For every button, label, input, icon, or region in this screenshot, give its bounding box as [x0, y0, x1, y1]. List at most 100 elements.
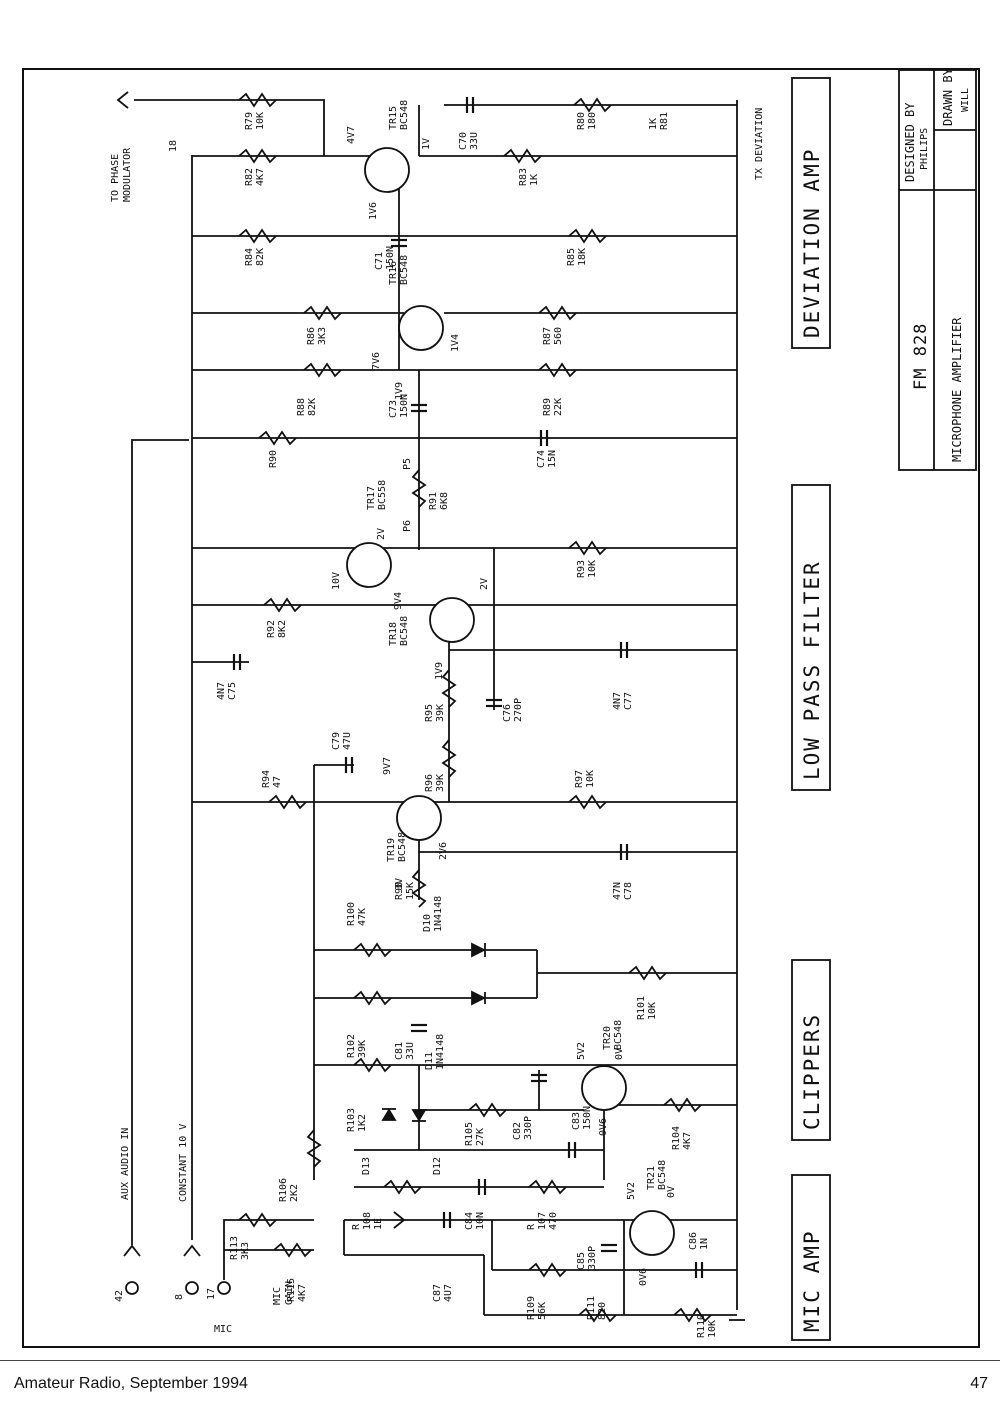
component-label-c78: C78 — [623, 882, 634, 900]
component-label-p6: P6 — [402, 520, 413, 532]
component-label-r98: 15K — [405, 882, 416, 900]
component-label-r100: R100 — [346, 902, 357, 926]
component-label-r94: 47 — [272, 776, 283, 788]
voltage-tr20-c: 5V2 — [576, 1042, 587, 1060]
component-label-c83: 150N — [582, 1106, 593, 1130]
component-label-r97: 10K — [585, 770, 596, 788]
component-label-r90: R90 — [268, 450, 279, 468]
component-label-c74: 15N — [547, 450, 558, 468]
component-label-c87: C87 — [432, 1284, 443, 1302]
component-label-r110: R110 — [696, 1314, 707, 1338]
component-label-r91: 6K8 — [439, 492, 450, 510]
component-label-r104: R104 — [671, 1126, 682, 1150]
pin-17-icon — [217, 1281, 231, 1295]
component-label-r106: 2K2 — [289, 1184, 300, 1202]
page-number: 47 — [970, 1375, 988, 1392]
component-label-r108: 1E — [373, 1218, 384, 1230]
to-phase-label-2: MODULATOR — [122, 147, 133, 202]
component-label-r113: R113 — [229, 1236, 240, 1260]
component-label-c84: C84 — [464, 1212, 475, 1230]
component-label-r80: R80 — [576, 112, 587, 130]
rail-arrow-icon — [183, 1244, 201, 1257]
pin-18-label: 18 — [168, 140, 179, 152]
component-label-c77: C77 — [623, 692, 634, 710]
publication-line: Amateur Radio, September 1994 — [14, 1375, 248, 1392]
component-label-r94: R94 — [261, 770, 272, 788]
voltage-tr17-e: 9V4 — [393, 592, 404, 610]
component-label-c70: C70 — [458, 132, 469, 150]
component-label-r107: 107 — [537, 1212, 548, 1230]
component-label-d10: D10 — [422, 914, 433, 932]
component-label-c73: C73 — [388, 400, 399, 418]
component-label-r87: R87 — [542, 327, 553, 345]
component-label-d10: 1N4148 — [433, 896, 444, 932]
voltage-tr21-b: 0V6 — [638, 1268, 649, 1286]
component-label-c84: 10N — [475, 1212, 486, 1230]
component-label-r95: R95 — [424, 704, 435, 722]
section-clippers: CLIPPERS — [800, 1013, 824, 1130]
component-label-r82: 4K7 — [255, 168, 266, 186]
low-pass-filter-box — [791, 484, 831, 791]
voltage-tr15-e: 1V6 — [368, 202, 379, 220]
pin-8-label: 8 — [174, 1294, 185, 1300]
voltage-tr20-e: 0V — [614, 1048, 625, 1060]
voltage-tr20-b: 0V6 — [598, 1118, 609, 1136]
section-low-pass-filter: LOW PASS FILTER — [800, 560, 824, 780]
component-label-r111: R111 — [586, 1296, 597, 1320]
component-label-c76: 270P — [513, 698, 524, 722]
component-label-c86: C86 — [688, 1232, 699, 1250]
component-label-r89: R89 — [542, 398, 553, 416]
aux-audio-wire — [131, 439, 189, 1245]
component-label-r93: 10K — [587, 560, 598, 578]
mic-input-wire — [223, 1219, 314, 1280]
component-label-r109: R109 — [526, 1296, 537, 1320]
component-label-r102: R102 — [346, 1034, 357, 1058]
component-label-c87: 4U7 — [443, 1284, 454, 1302]
component-label-r113: 3K3 — [240, 1242, 251, 1260]
mic-arrow-icon — [393, 1211, 406, 1229]
component-label-tr19: TR19 — [386, 838, 397, 862]
mic-gain-label-1: MIC — [272, 1287, 283, 1305]
voltage-tr21-c: 5V2 — [626, 1182, 637, 1200]
component-label-r82: R82 — [244, 168, 255, 186]
pin-42-icon — [125, 1281, 139, 1295]
component-label-c75: C75 — [227, 682, 238, 700]
component-label-r96: 39K — [435, 774, 446, 792]
component-label-c85: C85 — [576, 1252, 587, 1270]
component-label-c79: C79 — [331, 732, 342, 750]
voltage-tr16-c: 1V9 — [394, 382, 405, 400]
component-label-c71: 150N — [385, 246, 396, 270]
component-label-r86: 3K3 — [317, 327, 328, 345]
component-label-c81: C81 — [394, 1042, 405, 1060]
output-wire — [134, 99, 325, 156]
component-label-tr21: BC548 — [657, 1160, 668, 1190]
component-label-r92: R92 — [266, 620, 277, 638]
diode-symbols — [381, 942, 487, 1122]
voltage-tr19-e: 2V6 — [438, 842, 449, 860]
page-footer: Amateur Radio, September 1994 47 — [0, 1360, 1000, 1407]
component-label-c77: 4N7 — [612, 692, 623, 710]
component-label-r107: R — [526, 1223, 537, 1230]
component-label-r109: 56K — [537, 1302, 548, 1320]
component-label-r103: 1K2 — [357, 1114, 368, 1132]
mic-amp-box — [791, 1174, 831, 1341]
clippers-box — [791, 959, 831, 1141]
component-label-d13: D13 — [361, 1157, 372, 1175]
component-label-c78: 47N — [612, 882, 623, 900]
voltage-tr15-b: 4V7 — [346, 126, 357, 144]
component-label-r110: 10K — [707, 1320, 718, 1338]
component-label-tr19: BC548 — [397, 832, 408, 862]
component-label-c71: C71 — [374, 252, 385, 270]
component-label-r115: 4K7 — [297, 1284, 308, 1302]
component-label-r79: R79 — [244, 112, 255, 130]
component-label-r92: 8K2 — [277, 620, 288, 638]
section-deviation-amp: DEVIATION AMP — [800, 148, 824, 338]
component-label-tr21: TR21 — [646, 1166, 657, 1190]
section-mic-amp: MIC AMP — [800, 1229, 824, 1332]
component-label-r84: R84 — [244, 248, 255, 266]
component-label-c81: 33U — [405, 1042, 416, 1060]
schematic-frame: DEVIATION AMP LOW PASS FILTER CLIPPERS M… — [22, 68, 980, 1348]
component-label-c86: 1N — [699, 1238, 710, 1250]
component-label-tr15: TR15 — [388, 106, 399, 130]
component-label-r80: 180 — [587, 112, 598, 130]
